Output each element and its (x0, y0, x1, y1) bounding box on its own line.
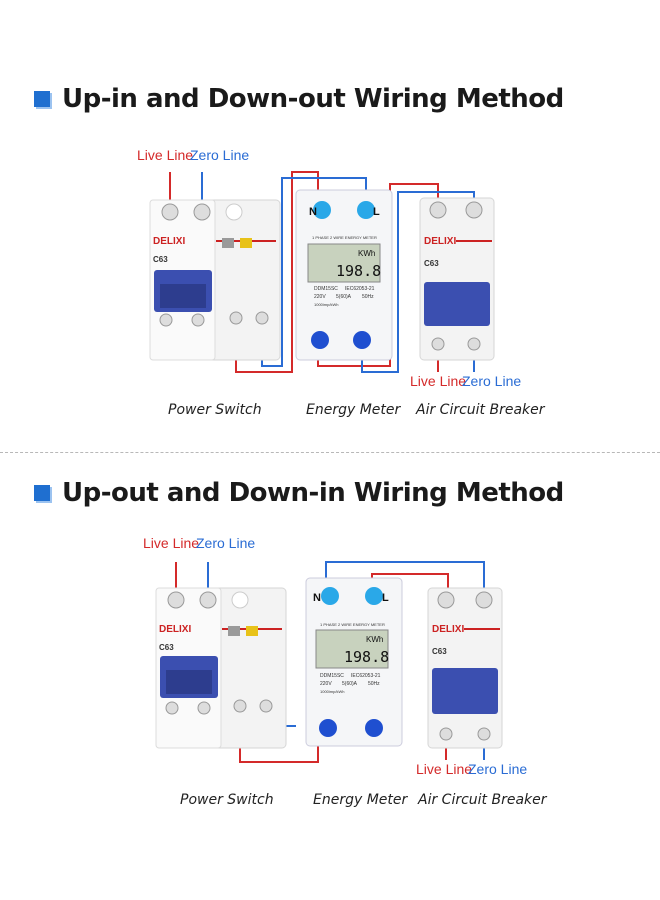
section-title-text: Up-in and Down-out Wiring Method (62, 84, 564, 114)
meter-header: 1 PHASE 2 WIRE ENERGY METER (312, 235, 377, 240)
power-switch: DELIXI C63 (155, 587, 287, 749)
switch-brand: DELIXI (159, 624, 191, 635)
meter-current: 5(60)A (336, 294, 352, 300)
meter-header: 1 PHASE 2 WIRE ENERGY METER (320, 622, 385, 627)
switch-brand: DELIXI (153, 236, 185, 247)
zero-in-label: Zero Line (196, 535, 255, 551)
meter-freq: 50Hz (362, 294, 374, 300)
caption-energy-meter: Energy Meter (306, 402, 401, 418)
terminal-l: L (373, 206, 380, 218)
section-title: Up-out and Down-in Wiring Method (34, 478, 564, 508)
section-divider (0, 452, 660, 453)
section-title: Up-in and Down-out Wiring Method (34, 84, 564, 114)
breaker-rating: C63 (432, 647, 447, 656)
meter-model: DDM15SC (320, 673, 344, 679)
live-in-label: Live Line (137, 147, 193, 163)
switch-rating: C63 (153, 255, 168, 264)
live-in-label: Live Line (143, 535, 199, 551)
meter-voltage: 220V (314, 294, 326, 300)
section-title-text: Up-out and Down-in Wiring Method (62, 478, 564, 508)
wiring-diagram-1: DELIXI C63 N L 1 PHASE 2 WIRE ENERGY MET… (137, 147, 521, 389)
meter-reading: 198.8 (336, 262, 381, 280)
meter-standard: IEC62053-21 (351, 673, 381, 679)
breaker-brand: DELIXI (432, 624, 464, 635)
meter-freq: 50Hz (368, 681, 380, 687)
meter-unit: KWh (358, 249, 375, 258)
air-circuit-breaker: DELIXI C63 (419, 197, 495, 361)
meter-current: 5(60)A (342, 681, 358, 687)
zero-out-label: Zero Line (468, 761, 527, 777)
meter-voltage: 220V (320, 681, 332, 687)
section-up-in-down-out: Up-in and Down-out Wiring Method (34, 84, 564, 418)
caption-energy-meter: Energy Meter (313, 792, 408, 808)
live-out-label: Live Line (410, 373, 466, 389)
meter-model: DDM15SC (314, 286, 338, 292)
caption-power-switch: Power Switch (168, 402, 262, 418)
meter-unit: KWh (366, 635, 383, 644)
power-switch: DELIXI C63 (149, 199, 281, 361)
switch-rating: C63 (159, 643, 174, 652)
meter-to-breaker-zero (325, 561, 485, 594)
bullet-square-icon (34, 485, 50, 501)
terminal-n: N (309, 206, 317, 218)
breaker-rating: C63 (424, 259, 439, 268)
live-out-label: Live Line (416, 761, 472, 777)
caption-air-circuit-breaker: Air Circuit Breaker (416, 402, 545, 418)
bullet-square-icon (34, 91, 50, 107)
section-up-out-down-in: Up-out and Down-in Wiring Method DELIXI … (0, 450, 660, 900)
caption-power-switch: Power Switch (180, 792, 274, 808)
meter-const: 1000imp/kWh (314, 302, 338, 307)
meter-standard: IEC62053-21 (345, 286, 375, 292)
zero-in-label: Zero Line (190, 147, 249, 163)
caption-air-circuit-breaker: Air Circuit Breaker (418, 792, 547, 808)
meter-reading: 198.8 (344, 648, 389, 666)
zero-out-label: Zero Line (462, 373, 521, 389)
terminal-n: N (313, 592, 321, 604)
terminal-l: L (382, 592, 389, 604)
breaker-brand: DELIXI (424, 236, 456, 247)
energy-meter: N L 1 PHASE 2 WIRE ENERGY METER KWh 198.… (295, 189, 393, 361)
meter-const: 1000imp/kWh (320, 689, 344, 694)
wiring-diagram-2: DELIXI C63 N L 1 PHASE 2 WIRE ENERGY MET… (143, 535, 527, 777)
energy-meter: N L 1 PHASE 2 WIRE ENERGY METER KWh 198.… (305, 577, 403, 747)
air-circuit-breaker: DELIXI C63 (427, 587, 503, 749)
meter-to-breaker-zero (361, 191, 475, 373)
